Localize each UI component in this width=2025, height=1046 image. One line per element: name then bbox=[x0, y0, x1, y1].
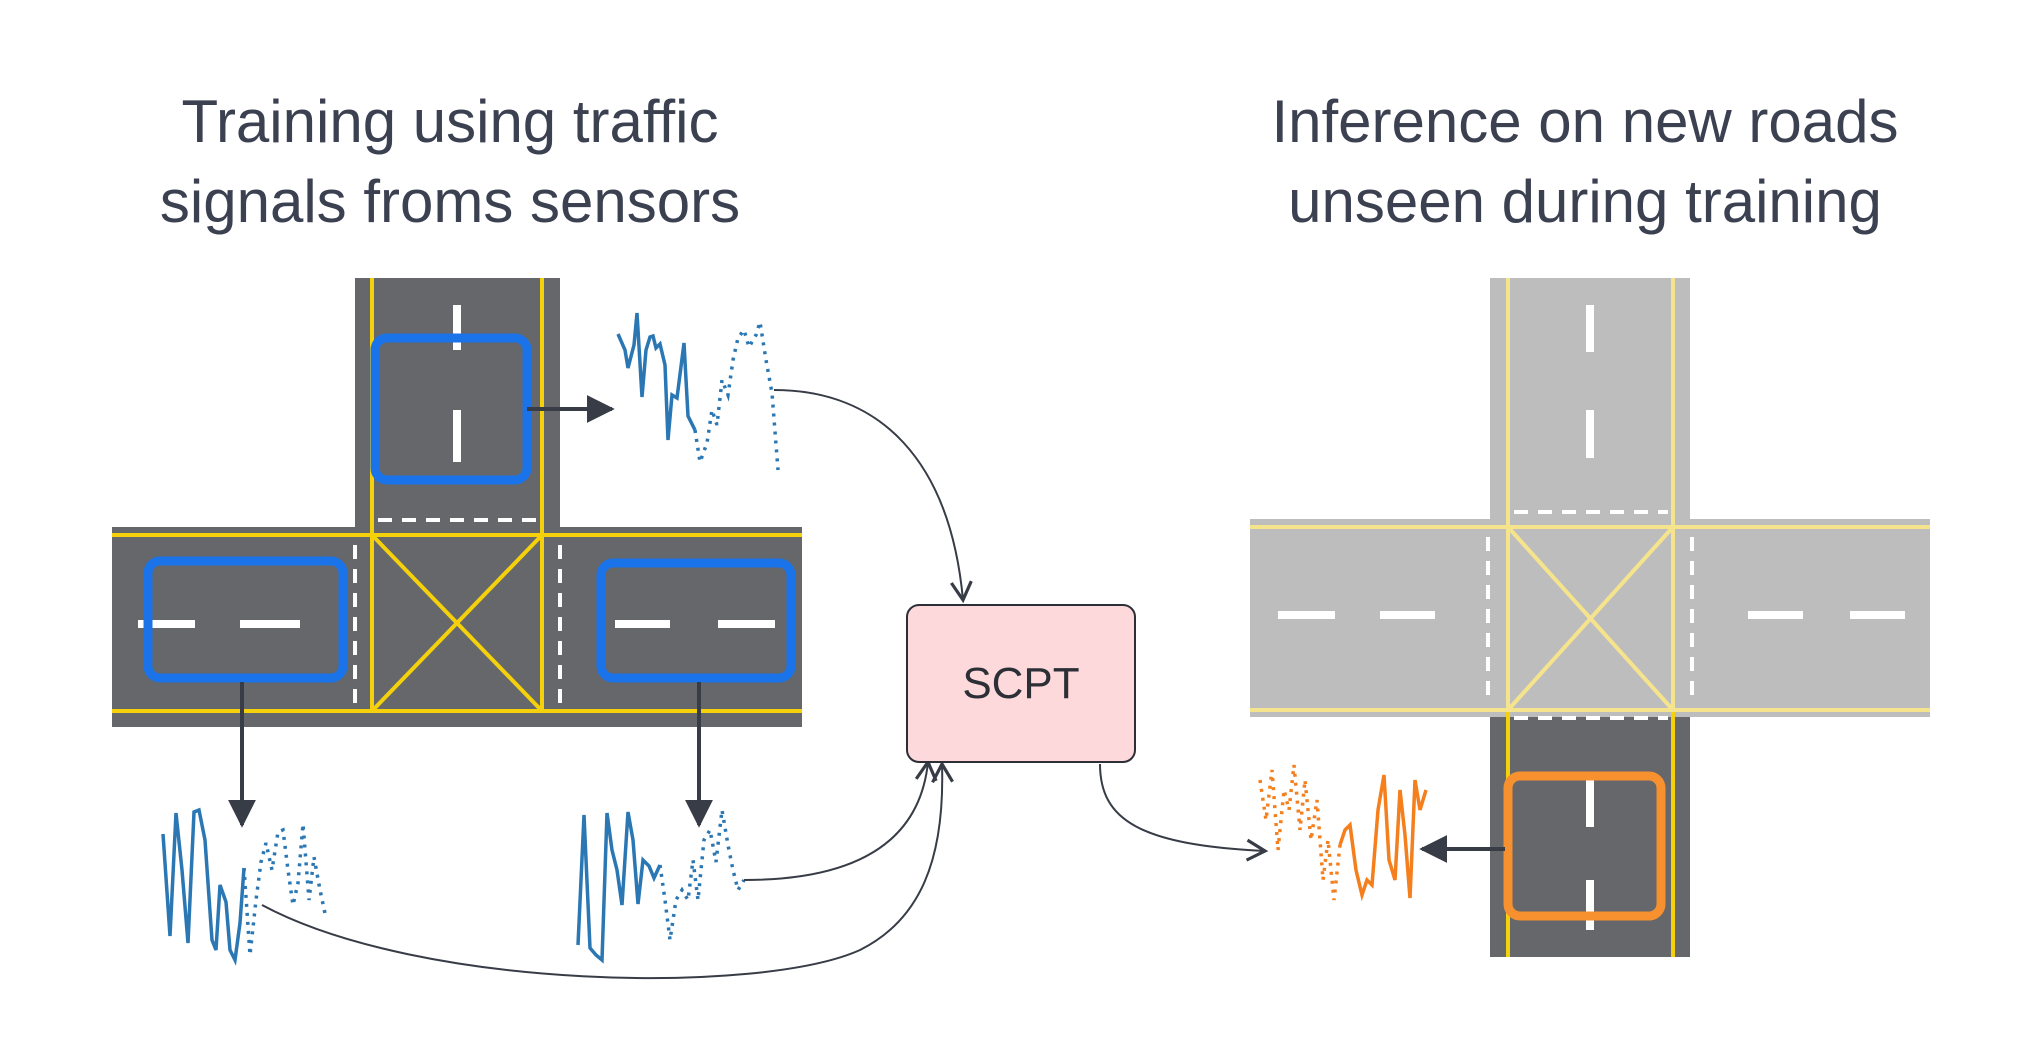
training-road-network bbox=[112, 278, 802, 727]
training-title: Training using traffic signals froms sen… bbox=[40, 82, 860, 242]
inference-title-line2: unseen during training bbox=[1288, 168, 1882, 235]
inference-road-network bbox=[1250, 278, 1930, 957]
flow-east-to-model bbox=[743, 758, 938, 881]
sensor-box-west bbox=[143, 556, 348, 683]
signal-east bbox=[576, 809, 746, 964]
inference-title-line1: Inference on new roads bbox=[1271, 88, 1899, 155]
sensor-box-east bbox=[596, 558, 796, 683]
scpt-label: SCPT bbox=[962, 659, 1079, 708]
inference-title: Inference on new roads unseen during tra… bbox=[1160, 82, 2010, 242]
signal-west bbox=[161, 807, 328, 966]
flow-model-to-prediction bbox=[1099, 763, 1269, 862]
flow-west-to-model bbox=[261, 760, 954, 980]
signal-new-road bbox=[1258, 764, 1428, 902]
scpt-model-box bbox=[906, 604, 1136, 763]
flow-north-to-model bbox=[773, 389, 973, 604]
sensor-box-new-road bbox=[1503, 771, 1666, 921]
training-title-line1: Training using traffic bbox=[181, 88, 719, 155]
training-title-line2: signals froms sensors bbox=[159, 168, 741, 235]
signal-north bbox=[616, 312, 780, 471]
